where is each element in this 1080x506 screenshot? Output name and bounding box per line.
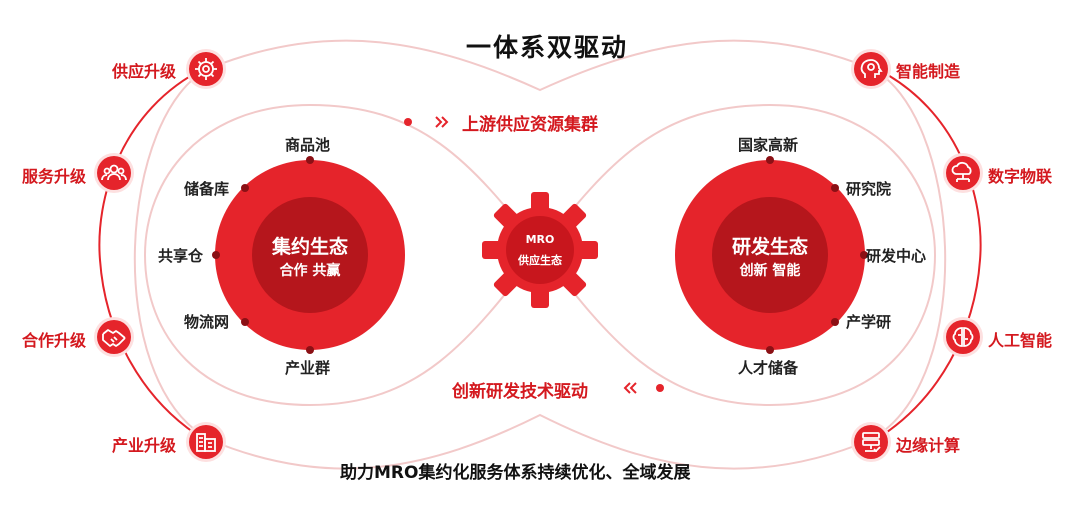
- left-node-label: 商品池: [285, 136, 331, 154]
- edge-computing-icon: [854, 425, 888, 459]
- node-dot: [831, 318, 839, 326]
- flow-dot: [656, 384, 664, 392]
- right-ring-inner: [712, 197, 828, 313]
- left-upgrade-label: 供应升级: [112, 62, 177, 81]
- node-dot: [241, 184, 249, 192]
- right-arc: [874, 67, 982, 441]
- footer-caption: 助力MRO集约化服务体系持续优化、全域发展: [340, 463, 691, 483]
- node-dot: [831, 184, 839, 192]
- center-gear: [482, 192, 598, 308]
- left-ecosystem-title: 集约生态: [271, 236, 348, 258]
- left-upgrade-label: 产业升级: [112, 436, 177, 455]
- diagram-title: 一体系双驱动: [466, 33, 629, 62]
- service-people-icon: [97, 156, 131, 190]
- right-upgrade-label: 人工智能: [988, 331, 1053, 350]
- right-ecosystem-title: 研发生态: [731, 236, 808, 258]
- bottom-flow-label: 创新研发技术驱动: [452, 382, 588, 402]
- backward-arrows-icon: [623, 382, 637, 394]
- node-dot: [766, 346, 774, 354]
- ai-brain-icon: [946, 320, 980, 354]
- top-flow-label: 上游供应资源集群: [462, 115, 598, 135]
- node-dot: [860, 251, 868, 259]
- node-dot: [212, 251, 220, 259]
- handshake-icon: [97, 320, 131, 354]
- right-node-label: 产学研: [846, 313, 892, 331]
- right-node-label: 人才储备: [738, 359, 799, 377]
- smart-head-gear-icon: [854, 52, 888, 86]
- left-node-label: 储备库: [184, 180, 230, 198]
- flow-dot: [404, 118, 412, 126]
- left-upgrade-label: 服务升级: [22, 167, 87, 186]
- node-dot: [306, 156, 314, 164]
- right-node-label: 国家高新: [738, 136, 799, 154]
- left-node-label: 共享仓: [158, 247, 204, 265]
- right-upgrade-label: 边缘计算: [896, 436, 961, 455]
- industry-buildings-icon: [189, 425, 223, 459]
- node-dot: [306, 346, 314, 354]
- node-dot: [241, 318, 249, 326]
- supply-chip-icon: [189, 52, 223, 86]
- right-ecosystem-subtitle: 创新 智能: [739, 263, 801, 279]
- gear-label-line1: MRO: [525, 233, 555, 246]
- left-ring-inner: [252, 197, 368, 313]
- left-arc: [98, 67, 206, 441]
- forward-arrows-icon: [435, 116, 449, 128]
- gear-label-line2: 供应生态: [518, 254, 562, 267]
- left-upgrade-label: 合作升级: [22, 331, 87, 350]
- left-node-label: 产业群: [285, 359, 331, 377]
- left-node-label: 物流网: [184, 313, 230, 331]
- right-upgrade-label: 数字物联: [988, 167, 1053, 186]
- node-dot: [766, 156, 774, 164]
- cloud-iot-icon: [946, 156, 980, 190]
- right-node-label: 研发中心: [866, 247, 927, 265]
- right-upgrade-label: 智能制造: [896, 62, 961, 81]
- right-node-label: 研究院: [846, 180, 892, 198]
- left-ecosystem-subtitle: 合作 共赢: [279, 263, 341, 279]
